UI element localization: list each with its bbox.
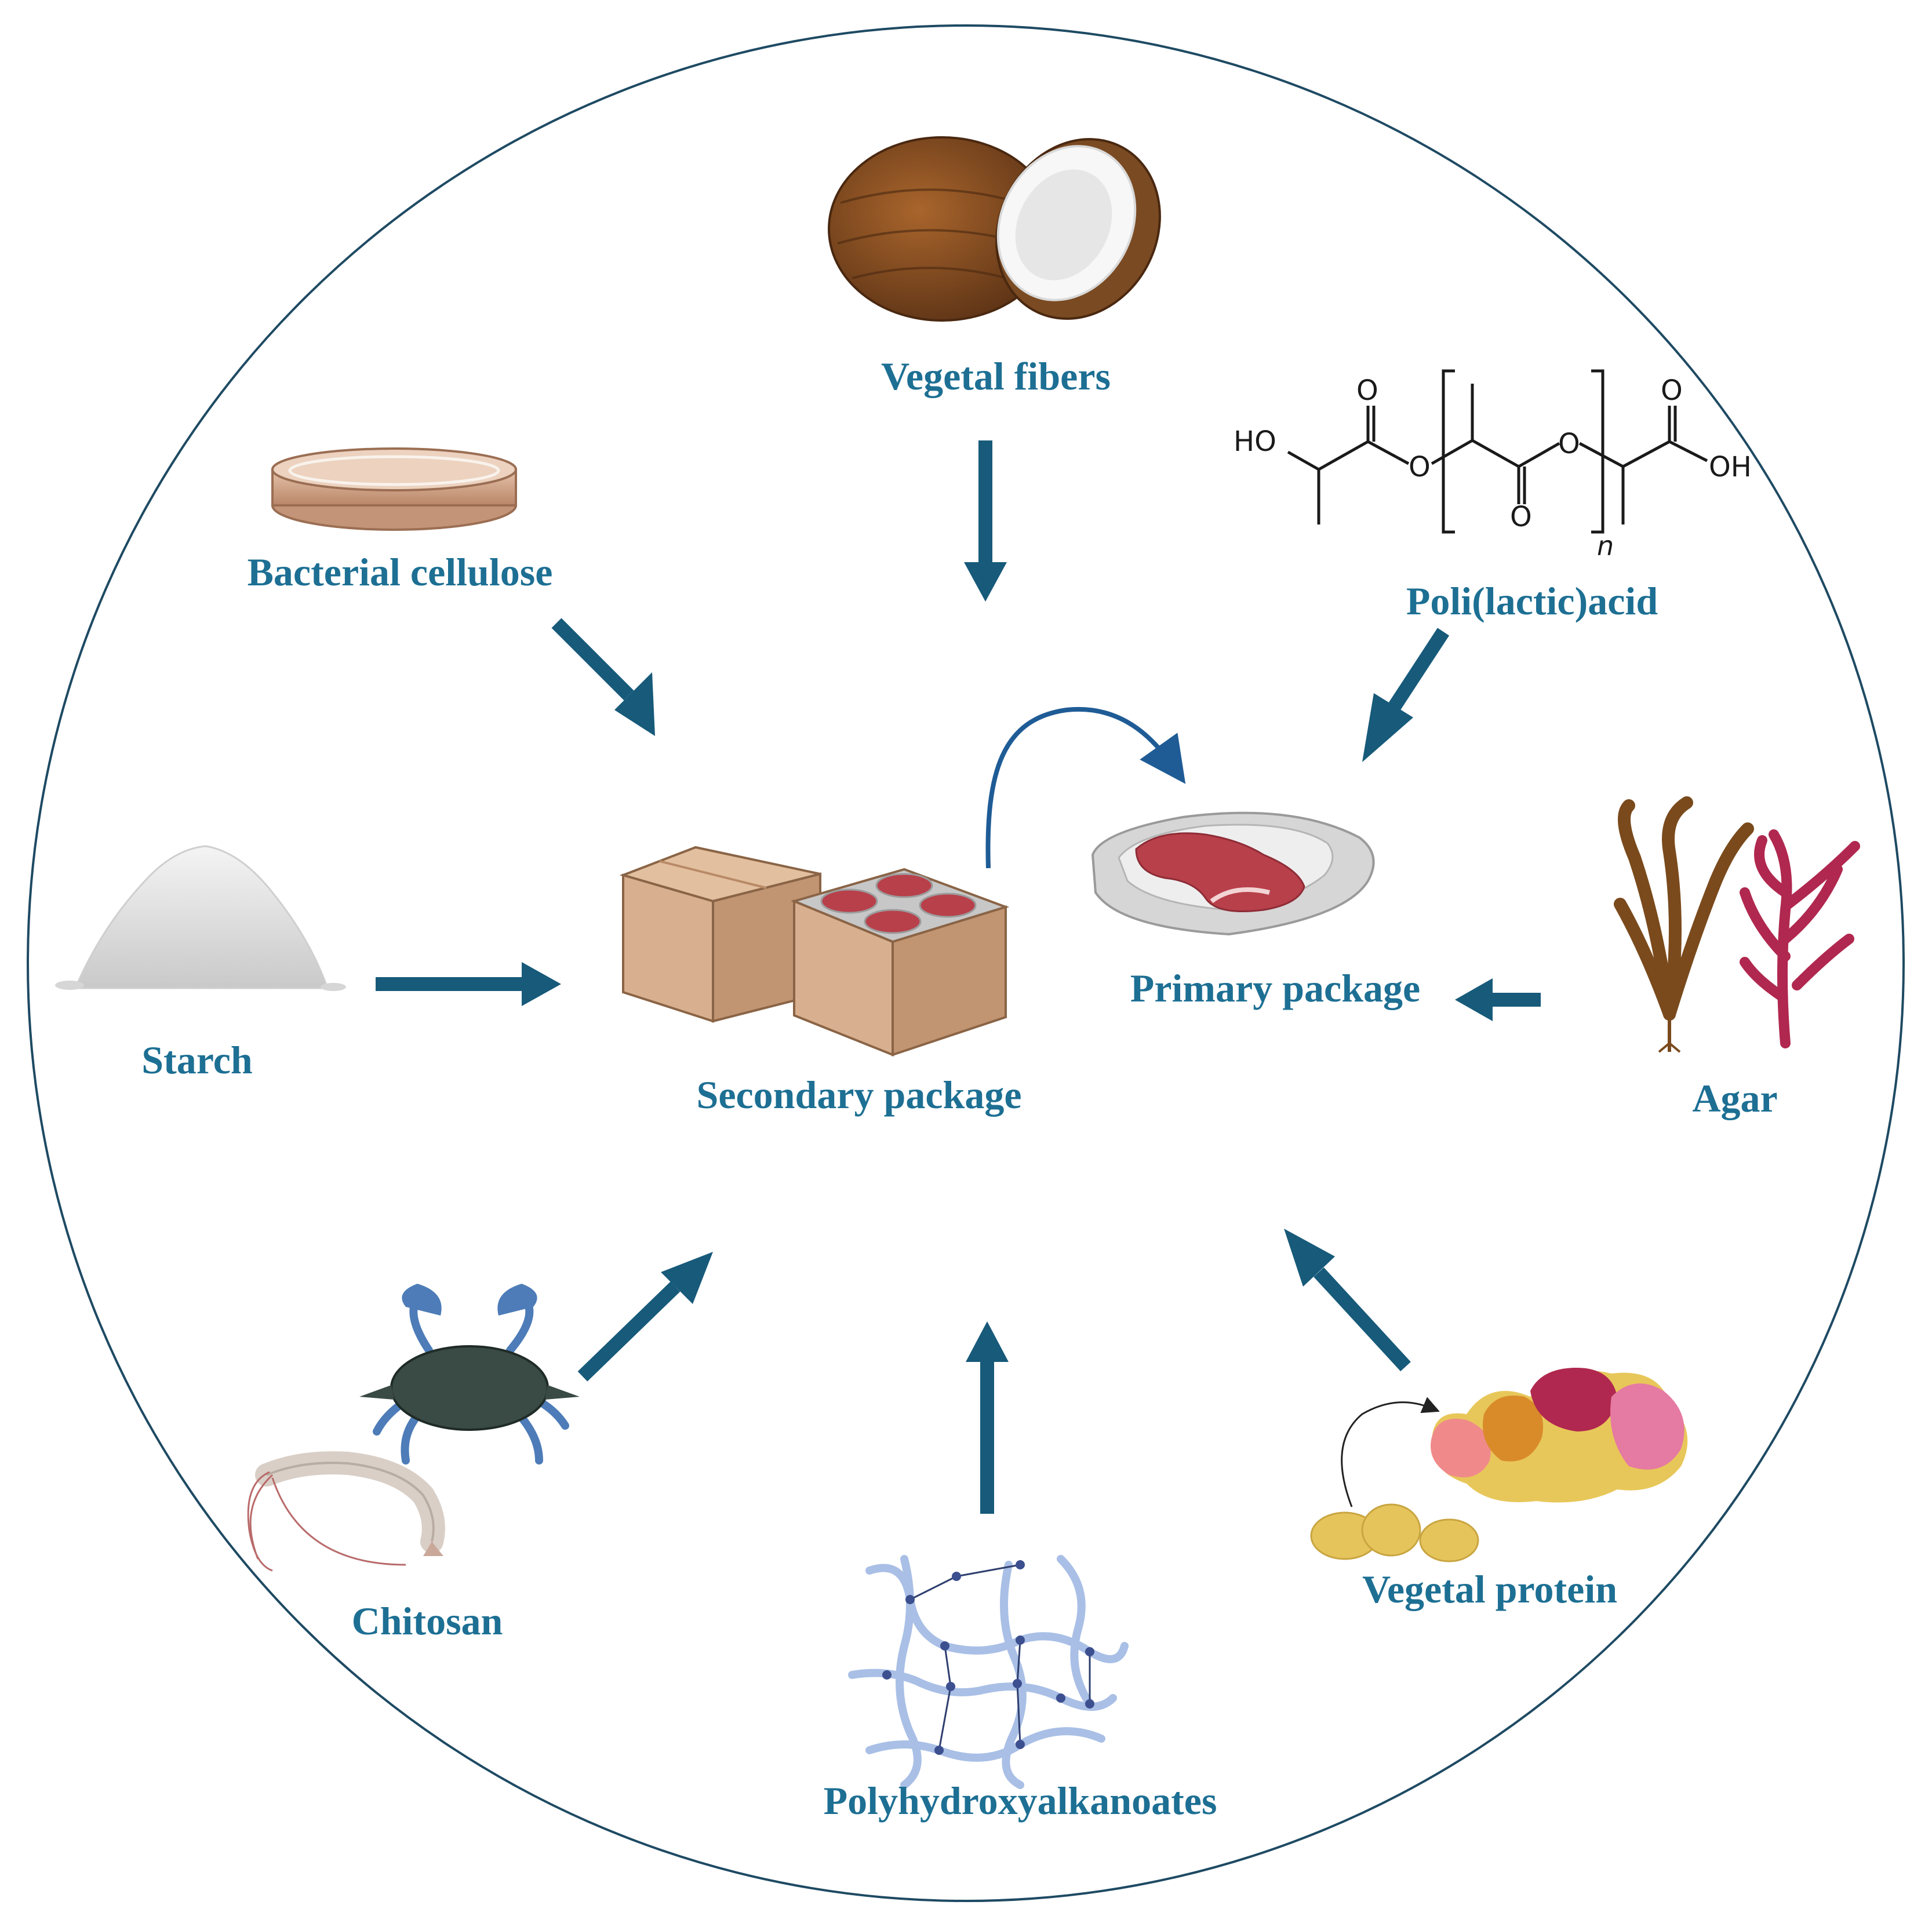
label-chitosan: Chitosan (352, 1599, 503, 1643)
arrow-starch (376, 962, 561, 1006)
chem-o1: O (1356, 374, 1378, 407)
coconut-icon (828, 136, 1161, 322)
arrow-polyhydroxyalkanoates (966, 1321, 1009, 1514)
chem-o5: O (1661, 374, 1683, 407)
chem-o3: O (1510, 501, 1532, 533)
crab-icon (359, 1284, 580, 1465)
label-vegetal-protein: Vegetal protein (1362, 1567, 1617, 1611)
protein-process-arrow (1341, 1397, 1440, 1507)
shrimp-icon (247, 1451, 445, 1572)
label-primary-package: Primary package (1130, 966, 1420, 1010)
label-vegetal-fibers: Vegetal fibers (881, 354, 1111, 398)
arrow-vegetal-fibers (964, 440, 1007, 602)
cardboard-boxes-icon (619, 846, 1010, 1057)
polymer-network-icon (848, 1555, 1129, 1789)
label-agar: Agar (1692, 1076, 1777, 1120)
chem-o4: O (1558, 428, 1580, 460)
label-poli-lactic-acid: Poli(lactic)acid (1406, 579, 1658, 623)
chem-o2: O (1409, 451, 1431, 483)
label-polyhydroxyalkanoates: Polyhydroxyalkanoates (824, 1779, 1217, 1823)
arrow-agar (1455, 978, 1541, 1021)
beans-icon (1310, 1503, 1479, 1562)
pla-structure-icon (1287, 369, 1708, 534)
chem-ho: HO (1234, 425, 1276, 458)
arrow-poli-lactic-acid (1362, 628, 1450, 762)
protein-icon (1431, 1368, 1688, 1503)
label-starch: Starch (141, 1038, 252, 1082)
arrows (376, 440, 1541, 1514)
arrow-vegetal-protein (1284, 1229, 1411, 1372)
curved-arrow (985, 706, 1186, 869)
chem-oh: OH (1709, 451, 1752, 483)
petri-dish-icon (271, 447, 517, 531)
meat-tray-icon (1091, 811, 1375, 936)
outer-circle (27, 24, 1905, 1902)
arrow-bacterial-cellulose (551, 618, 655, 736)
label-bacterial-cellulose: Bacterial cellulose (248, 550, 553, 594)
chem-n: n (1597, 530, 1614, 562)
starch-pile-icon (55, 845, 346, 991)
label-secondary-package: Secondary package (697, 1073, 1022, 1117)
arrow-chitosan (577, 1252, 713, 1382)
seaweed-icon (1614, 796, 1860, 1053)
